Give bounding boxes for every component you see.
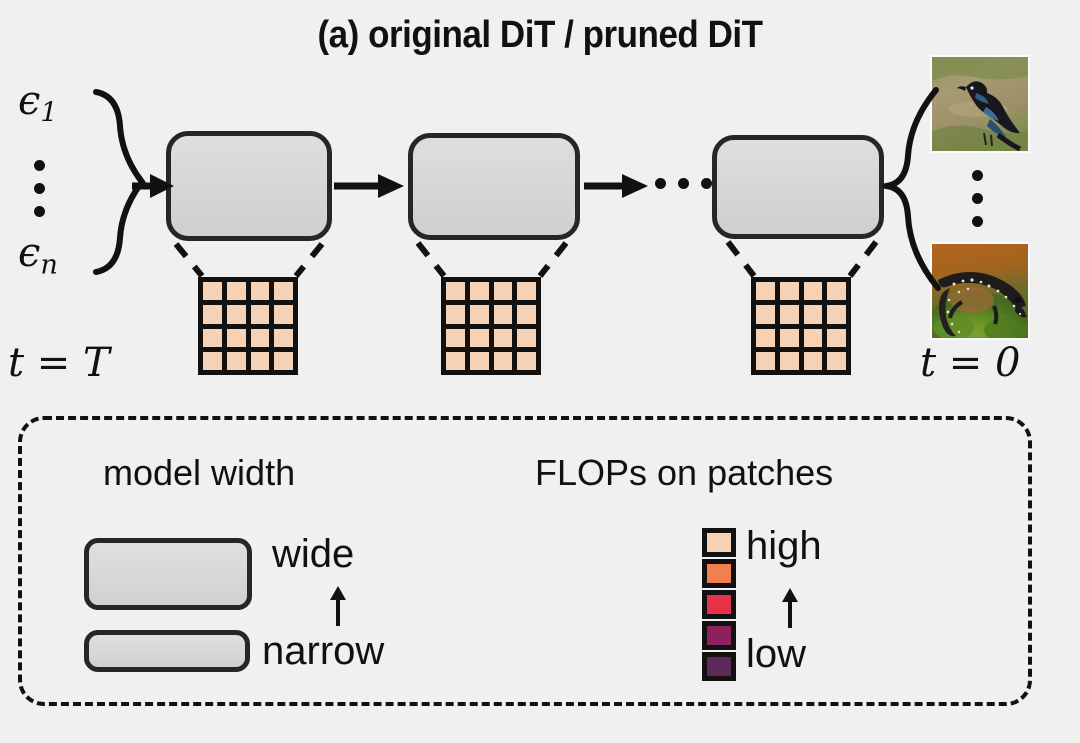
legend-container: [18, 416, 1032, 706]
salamander-photo-artwork: [932, 244, 1028, 338]
flops-swatch-3: [702, 590, 736, 619]
legend-label-high: high: [746, 524, 822, 568]
patch-cell: [827, 282, 846, 301]
dit-block-2: [408, 133, 580, 240]
noise-input-ellipsis-icon: [34, 160, 45, 217]
leader-line-block2-left: [415, 241, 447, 278]
flops-swatch-4: [702, 621, 736, 650]
patch-cell: [517, 305, 536, 324]
patch-cell: [803, 282, 823, 301]
block-sequence-ellipsis-icon: [655, 178, 712, 189]
patch-cell: [493, 305, 513, 324]
patch-cell: [250, 305, 270, 324]
patch-cell: [756, 282, 775, 301]
patch-cell: [446, 305, 465, 324]
patch-cell: [469, 282, 489, 301]
flops-swatch-5: [702, 652, 736, 681]
timestep-start-label: t = T: [8, 340, 110, 386]
dit-block-1: [166, 131, 332, 241]
noise-input-last-subscript: n: [40, 249, 58, 281]
patch-cell: [756, 351, 775, 370]
patch-cell: [203, 282, 222, 301]
patch-cell: [779, 305, 799, 324]
patch-cell: [779, 328, 799, 347]
patch-cell: [274, 328, 293, 347]
flops-swatch-1: [702, 528, 736, 557]
patch-cell: [274, 351, 293, 370]
patch-cell: [469, 351, 489, 370]
legend-label-wide: wide: [272, 532, 355, 576]
leader-line-block1-right: [293, 242, 325, 278]
patch-cell: [446, 282, 465, 301]
patch-grid-3: [751, 277, 851, 375]
patch-cell: [493, 328, 513, 347]
patch-cell: [756, 328, 775, 347]
legend-heading-flops: FLOPs on patches: [535, 452, 834, 493]
block2-to-ellipsis-arrowhead-icon: [622, 174, 648, 198]
patch-cell: [274, 305, 293, 324]
noise-input-first: ϵ1: [18, 78, 58, 129]
patch-cell: [226, 328, 246, 347]
patch-cell: [493, 351, 513, 370]
flops-color-scale: [702, 528, 736, 683]
patch-grid-1: [198, 277, 298, 375]
page-title: (a) original DiT / pruned DiT: [317, 14, 763, 56]
noise-input-first-subscript: 1: [40, 97, 58, 129]
flops-swatch-2: [702, 559, 736, 588]
patch-cell: [446, 351, 465, 370]
leader-line-block2-right: [537, 241, 569, 278]
bird-photo-artwork: [932, 57, 1028, 151]
patch-cell: [446, 328, 465, 347]
block1-to-block2-arrowhead-icon: [378, 174, 404, 198]
patch-cell: [779, 282, 799, 301]
legend-label-low: low: [746, 632, 807, 676]
patch-cell: [203, 328, 222, 347]
patch-cell: [827, 351, 846, 370]
generated-image-salamander: [930, 242, 1030, 340]
patch-grid-2: [441, 277, 541, 375]
patch-cell: [803, 351, 823, 370]
dit-block-3: [712, 135, 884, 239]
patch-cell: [274, 282, 293, 301]
patch-cell: [827, 305, 846, 324]
patch-cell: [803, 305, 823, 324]
timestep-end-label: t = 0: [920, 340, 1021, 386]
patch-cell: [493, 282, 513, 301]
patch-cell: [226, 351, 246, 370]
patch-cell: [517, 328, 536, 347]
patch-cell: [827, 328, 846, 347]
patch-cell: [203, 305, 222, 324]
patch-cell: [803, 328, 823, 347]
legend-label-narrow: narrow: [262, 629, 385, 673]
patch-cell: [779, 351, 799, 370]
patch-cell: [517, 282, 536, 301]
legend-swatch-wide: [84, 538, 252, 610]
legend-swatch-narrow: [84, 630, 250, 672]
patch-cell: [756, 305, 775, 324]
patch-cell: [226, 282, 246, 301]
patch-cell: [469, 328, 489, 347]
patch-cell: [250, 328, 270, 347]
noise-input-last: ϵn: [18, 230, 58, 281]
legend-heading-model-width: model width: [103, 452, 296, 493]
patch-cell: [469, 305, 489, 324]
patch-cell: [517, 351, 536, 370]
patch-cell: [250, 282, 270, 301]
patch-cell: [250, 351, 270, 370]
leader-line-block3-right: [847, 240, 879, 278]
patch-cell: [203, 351, 222, 370]
input-brace-icon: [93, 89, 146, 275]
generated-image-bird: [930, 55, 1030, 153]
leader-line-block3-left: [725, 240, 757, 278]
leader-line-block1-left: [173, 242, 205, 278]
patch-cell: [226, 305, 246, 324]
output-ellipsis-icon: [972, 170, 983, 227]
